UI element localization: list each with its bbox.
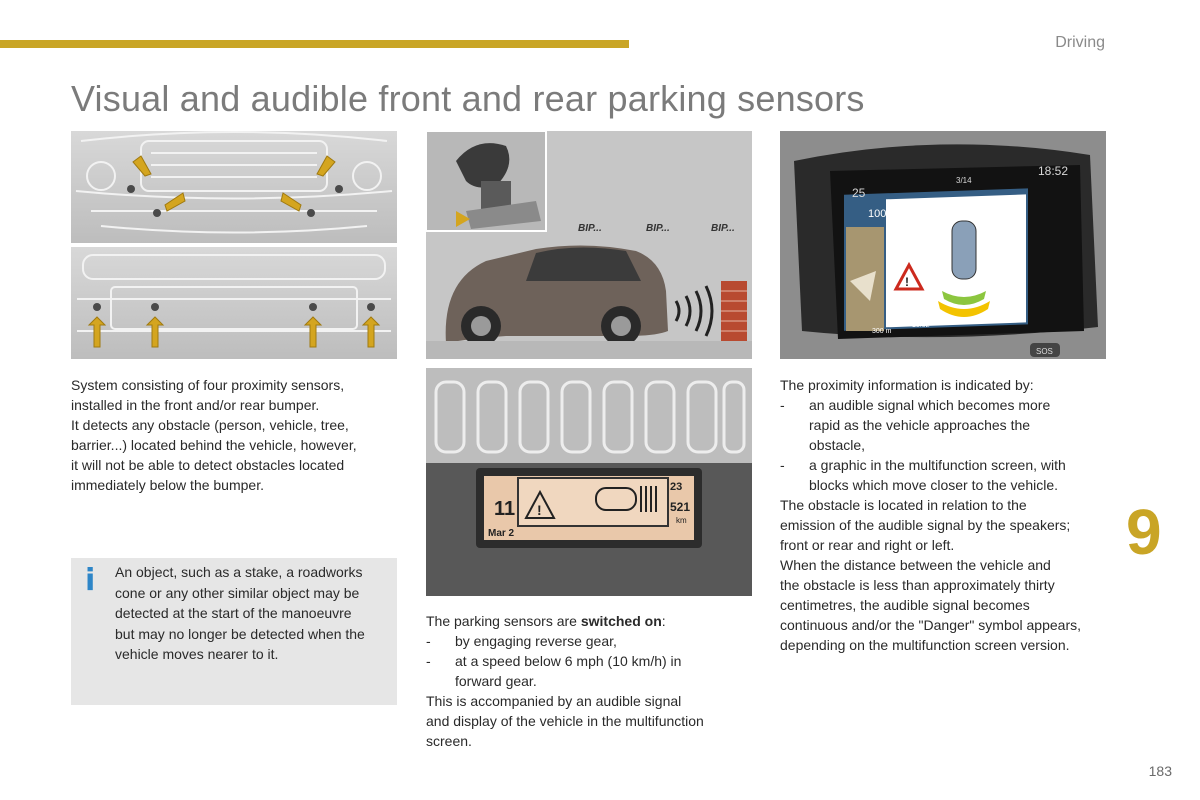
svg-text:!: ! [537, 502, 542, 518]
intro-colon: : [661, 613, 666, 629]
screen-clock: 18:52 [1038, 164, 1068, 178]
bip-label: BIP... [711, 223, 735, 234]
section-label: Driving [1055, 34, 1105, 51]
text-line: and display of the vehicle in the multif… [426, 713, 704, 729]
text-line: rapid as the vehicle approaches the [809, 417, 1031, 433]
col3-text: The proximity information is indicated b… [780, 375, 1120, 655]
text-line: screen. [426, 733, 472, 749]
header-accent-bar [0, 40, 629, 48]
text-line: it will not be able to detect obstacles … [71, 457, 345, 473]
text-line: It detects any obstacle (person, vehicle… [71, 417, 349, 433]
col2-text: The parking sensors are switched on: by … [426, 611, 756, 751]
list-item: by engaging reverse gear, [426, 631, 756, 651]
bumper-sensors-illustration [71, 131, 397, 359]
screen-track: 3/14 [956, 176, 972, 185]
text-line: When the distance between the vehicle an… [780, 557, 1051, 573]
text-line: vehicle moves nearer to it. [115, 646, 279, 662]
text-line: continuous and/or the "Danger" symbol ap… [780, 617, 1082, 633]
text-line: The obstacle is located in relation to t… [780, 497, 1027, 513]
page-number: 183 [1148, 763, 1172, 779]
instrument-display-illustration: ! 23 11 Mar 2 521 km [426, 368, 752, 596]
car-reversing-illustration: BIP... BIP... BIP... [426, 131, 752, 359]
text-line: but may no longer be detected when the [115, 625, 365, 642]
screen-clock-bottom: 18:52 [912, 322, 930, 329]
screen-sos-button: SOS [1036, 347, 1053, 356]
text-line: An object, such as a stake, a roadworks [115, 564, 363, 580]
switched-on-intro: The parking sensors are switched on: [426, 611, 756, 631]
screen-distance-bottom: 300 m [872, 328, 892, 335]
chapter-number: 9 [1126, 496, 1162, 568]
page-title: Visual and audible front and rear parkin… [71, 78, 865, 119]
col1-paragraph: System consisting of four proximity sens… [71, 375, 401, 495]
text-line: barrier...) located behind the vehicle, … [71, 437, 357, 453]
activation-list: by engaging reverse gear, at a speed bel… [426, 631, 756, 691]
text-line: The proximity information is indicated b… [780, 377, 1034, 393]
display-top-value: 23 [670, 481, 682, 493]
text-line: immediately below the bumper. [71, 477, 264, 493]
text-line: blocks which move closer to the vehicle. [809, 477, 1058, 493]
text-line: the obstacle is less than approximately … [780, 577, 1055, 593]
intro-bold-text: switched on [580, 613, 662, 629]
list-item: at a speed below 6 mph (10 km/h) in forwa… [426, 651, 756, 691]
info-icon: i [85, 563, 96, 598]
info-text: An object, such as a stake, a roadworks … [115, 562, 393, 665]
list-item: an audible signal which becomes more rap… [780, 395, 1120, 455]
screen-temperature: 25 [852, 186, 866, 200]
info-box: i An object, such as a stake, a roadwork… [71, 558, 397, 705]
text-line: cone or any other similar object may be [115, 584, 360, 601]
indication-list: an audible signal which becomes more rap… [780, 395, 1120, 495]
multifunction-screen-illustration: ! 25 3/14 18:52 100m 300 m 18:52 SOS [780, 131, 1106, 359]
display-unit: km [676, 516, 687, 525]
text-line: System consisting of four proximity sens… [71, 377, 345, 393]
text-line: emission of the audible signal by the sp… [780, 517, 1071, 533]
text-line: by engaging reverse gear, [455, 633, 617, 649]
bip-label: BIP... [646, 223, 670, 234]
text-line: This is accompanied by an audible signal [426, 693, 682, 709]
svg-text:!: ! [905, 275, 909, 289]
text-line: obstacle, [809, 437, 866, 453]
list-item: a graphic in the multifunction screen, w… [780, 455, 1120, 495]
text-line: depending on the multifunction screen ve… [780, 637, 1070, 653]
display-left-value: 11 [494, 498, 515, 520]
intro-text: The parking sensors are [426, 613, 581, 629]
text-line: at a speed below 6 mph (10 km/h) in [455, 653, 682, 669]
text-line: detected at the start of the manoeuvre [115, 605, 352, 621]
text-line: a graphic in the multifunction screen, w… [809, 457, 1066, 473]
text-line: forward gear. [455, 673, 537, 689]
text-line: installed in the front and/or rear bumpe… [71, 397, 320, 413]
display-date: Mar 2 [488, 528, 515, 539]
text-line: an audible signal which becomes more [809, 397, 1051, 413]
screen-distance-top: 100m [868, 208, 896, 220]
bip-label: BIP... [578, 223, 602, 234]
display-right-value: 521 [670, 500, 690, 514]
text-line: centimetres, the audible signal becomes [780, 597, 1030, 613]
text-line: front or rear and right or left. [780, 537, 955, 553]
